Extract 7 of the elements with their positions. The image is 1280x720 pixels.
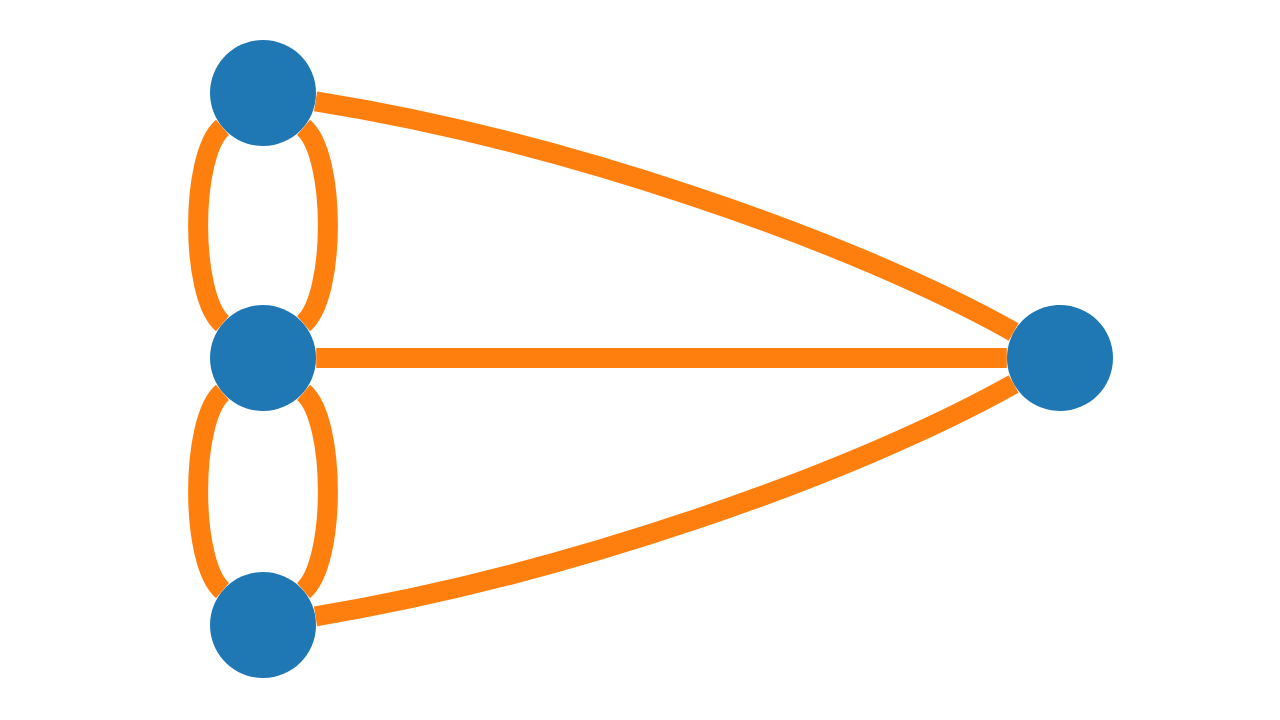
curved-edge bbox=[313, 91, 1019, 341]
node-circle bbox=[1007, 305, 1113, 411]
node-circle bbox=[210, 40, 316, 146]
node-circle bbox=[210, 305, 316, 411]
node-circle bbox=[210, 572, 316, 678]
straight-edge bbox=[316, 348, 1007, 368]
curved-edge bbox=[313, 375, 1019, 627]
